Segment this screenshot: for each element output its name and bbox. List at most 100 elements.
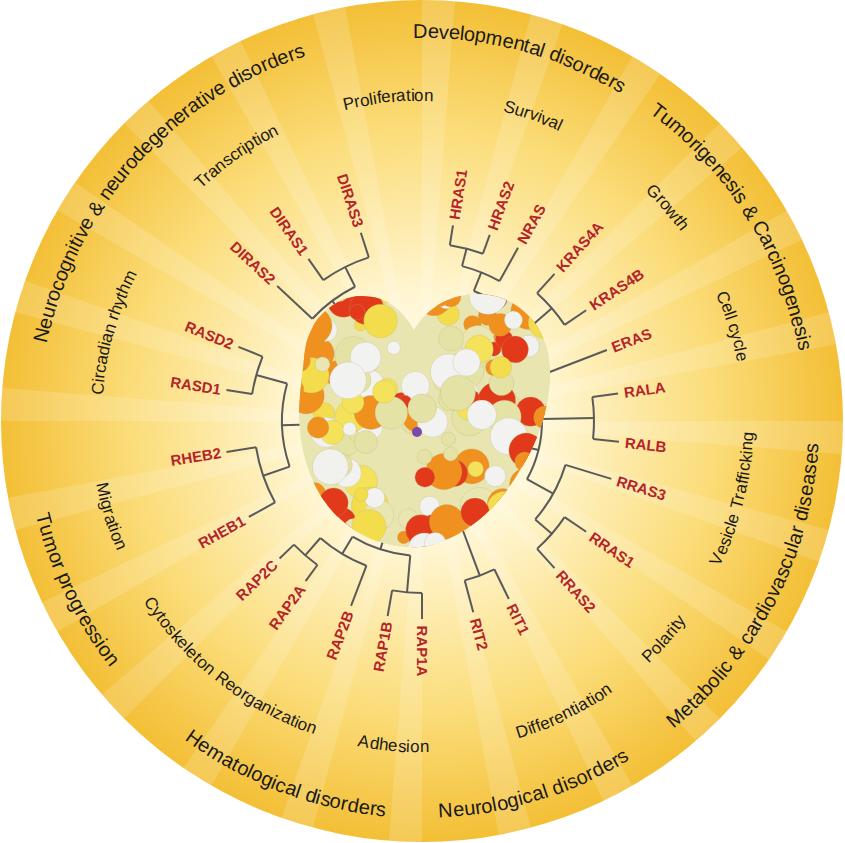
surface-patch (532, 481, 566, 515)
surface-patch (533, 452, 563, 482)
tree-branch (256, 375, 287, 384)
tree-branch (249, 502, 275, 517)
surface-patch (516, 477, 553, 514)
ring-letter: e (428, 21, 440, 41)
ring-letter: C (89, 381, 107, 395)
surface-patch (349, 304, 365, 320)
tree-branch (535, 519, 552, 533)
protein-outline (299, 294, 550, 547)
tree-branch (465, 580, 474, 612)
sun-ray (0, 421, 422, 843)
ring-letter: n (738, 440, 756, 451)
surface-patch (373, 380, 396, 403)
sun-ray (0, 0, 422, 421)
surface-patch (485, 466, 506, 487)
ring-letter: o (410, 738, 420, 755)
surface-patch (538, 444, 563, 469)
tree-branch (361, 233, 369, 258)
ring-letter: v (438, 21, 449, 42)
tree-branch (421, 593, 423, 619)
surface-patch (315, 357, 330, 372)
surface-patch (490, 357, 512, 379)
tree-branch (305, 538, 320, 555)
tree-branch (593, 439, 619, 442)
surface-patches (285, 276, 566, 566)
tree-branch (345, 267, 355, 287)
sun-ray (422, 0, 629, 421)
surface-patch (408, 394, 437, 423)
tree-branch (462, 249, 467, 266)
surface-patch (398, 286, 423, 311)
gene-label: RALB (624, 435, 667, 454)
surface-patch (442, 432, 456, 446)
surface-patch (453, 349, 480, 376)
tree-branch (474, 272, 481, 291)
tree-branch (226, 447, 256, 452)
surface-patch (504, 311, 522, 329)
tree-branch (351, 566, 366, 606)
surface-patch (354, 431, 377, 454)
sun-ray (0, 421, 422, 581)
surface-patch (538, 288, 560, 310)
surface-patch (444, 447, 458, 461)
surface-patch (330, 362, 367, 399)
tree-branch (263, 467, 289, 476)
surface-patch (352, 509, 386, 543)
surface-patch (487, 492, 521, 526)
surface-patch (461, 498, 490, 527)
tree-branch (226, 390, 252, 394)
tree-branch (308, 259, 323, 280)
sun-ray (422, 261, 845, 421)
sun-ray (422, 0, 845, 421)
tree-branch (565, 465, 611, 479)
surface-patch (530, 441, 561, 472)
surface-patch (428, 285, 440, 297)
tree-branch (280, 545, 294, 559)
tree-branch (407, 555, 410, 592)
surface-patch (546, 537, 558, 549)
tree-branch (306, 565, 318, 581)
surface-patch (470, 538, 494, 562)
surface-patch (329, 282, 349, 302)
tree-branch (537, 549, 554, 568)
surface-patch (415, 467, 435, 487)
surface-patch (510, 468, 542, 500)
surface-patch (534, 406, 557, 429)
surface-patch (417, 281, 452, 316)
tree-branch (238, 347, 262, 357)
tree-branch (565, 310, 587, 325)
surface-patch (289, 381, 304, 396)
surface-patch (343, 422, 356, 435)
surface-patch (439, 326, 464, 351)
ring-letter: i (410, 87, 414, 104)
tree-branch (342, 537, 352, 554)
ring-letter: n (424, 86, 434, 103)
ring-letter: g (739, 431, 756, 441)
surface-patch (307, 417, 328, 438)
tree-branch (527, 479, 553, 494)
tree-branch (388, 590, 393, 616)
tree-branch (277, 286, 312, 319)
gene-label: RAP1A (415, 625, 430, 676)
surface-patch (294, 358, 330, 394)
tree-branch (483, 235, 490, 254)
ligand-dot (412, 427, 422, 437)
surface-patch (308, 533, 335, 560)
tree-branch (565, 517, 587, 532)
surface-patch (468, 461, 484, 477)
surface-patch (528, 480, 548, 500)
surface-patch (399, 293, 422, 316)
surface-patch (429, 287, 449, 307)
ring-letter: a (396, 87, 407, 105)
surface-patch (295, 307, 332, 344)
surface-patch (417, 449, 432, 464)
surface-patch (288, 350, 310, 372)
tree-branch (450, 225, 453, 245)
surface-patch (387, 341, 400, 354)
surface-patch (528, 306, 560, 338)
tree-branch (494, 569, 508, 599)
surface-patch (440, 375, 475, 410)
